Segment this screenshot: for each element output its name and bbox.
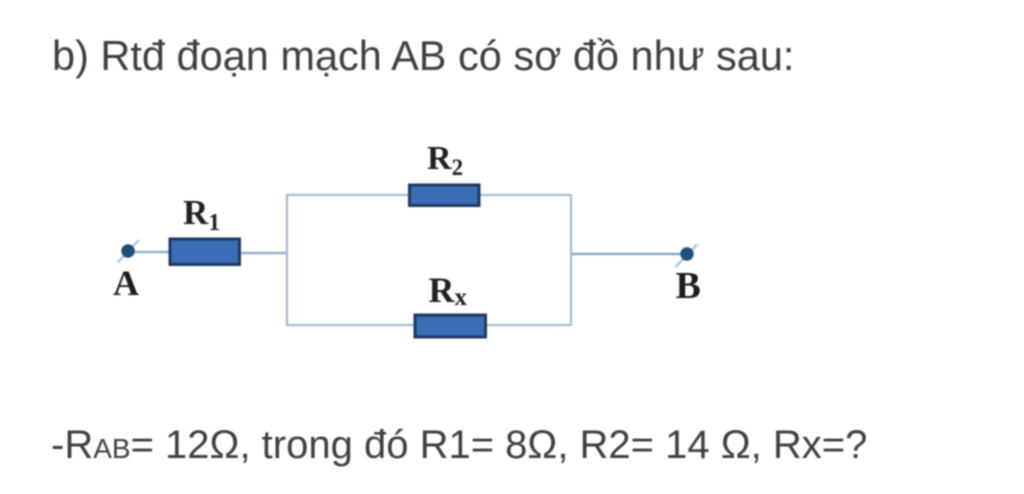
svg-text:R1: R1 <box>183 193 220 236</box>
svg-text:Rx: Rx <box>429 270 468 311</box>
svg-text:R2: R2 <box>427 140 463 180</box>
svg-text:B: B <box>676 265 701 307</box>
svg-text:A: A <box>113 263 139 303</box>
